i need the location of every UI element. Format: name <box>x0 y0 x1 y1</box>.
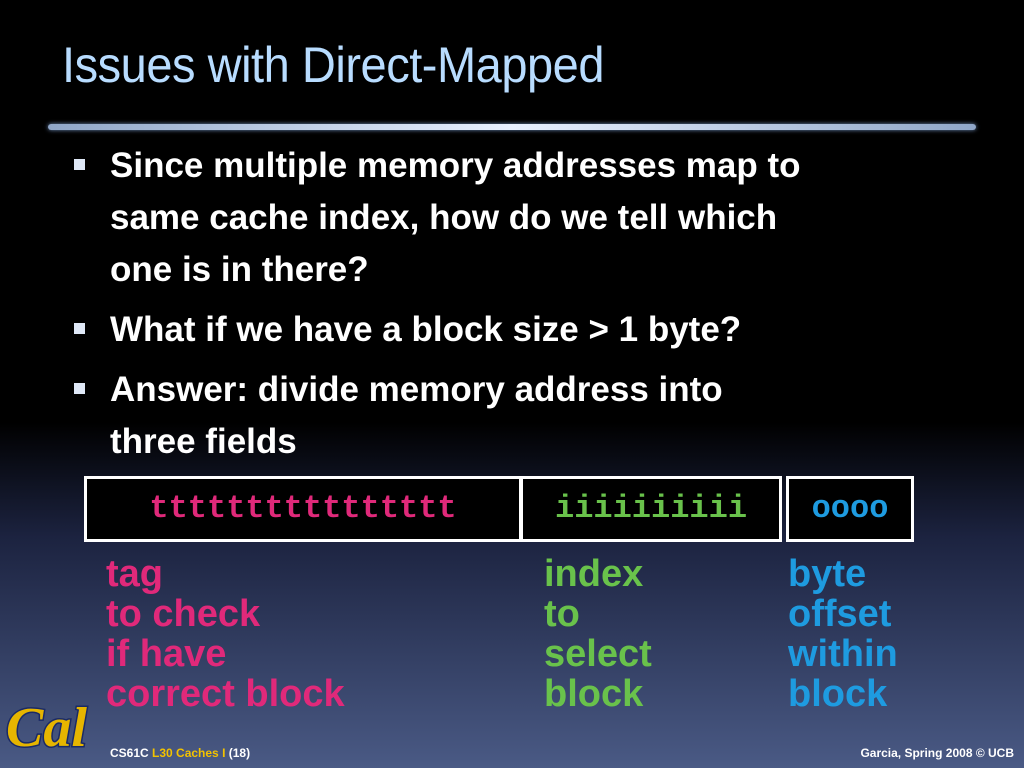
tag-label-line: to check <box>106 593 261 635</box>
bullet-line: three fields <box>110 422 297 461</box>
footer-page: (18) <box>228 746 251 760</box>
bullet-line: Since multiple memory addresses map to <box>110 146 801 185</box>
bullet-item: Answer: divide memory address into three… <box>72 364 992 468</box>
offset-label-line: within <box>788 633 898 675</box>
square-bullet-icon <box>74 383 85 394</box>
index-label-line: index <box>544 553 644 595</box>
cal-logo-text: Cal <box>6 697 87 759</box>
title-divider <box>48 124 976 130</box>
bullet-line: one is in there? <box>110 250 369 289</box>
tag-label-line: tag <box>106 553 163 595</box>
square-bullet-icon <box>74 323 85 334</box>
square-bullet-icon <box>74 159 85 170</box>
bullet-line: same cache index, how do we tell which <box>110 198 778 237</box>
offset-field: oooo <box>786 476 914 542</box>
index-label-line: to <box>544 593 580 635</box>
cal-logo-icon: Cal <box>5 696 89 761</box>
address-fields: tttttttttttttttt iiiiiiiiii oooo <box>84 476 916 548</box>
offset-label-line: block <box>788 673 888 715</box>
offset-label-line: byte <box>788 553 867 595</box>
index-label-line: block <box>544 673 644 715</box>
footer-lecture: L30 Caches I <box>152 746 226 760</box>
index-label-line: select <box>544 633 652 675</box>
bullet-item: Since multiple memory addresses map to s… <box>72 140 992 296</box>
bullet-list: Since multiple memory addresses map to s… <box>72 140 992 476</box>
footer-course: CS61C <box>110 746 149 760</box>
index-label: index to select block <box>544 554 652 714</box>
index-field: iiiiiiiiii <box>520 476 782 542</box>
tag-field: tttttttttttttttt <box>84 476 522 542</box>
bullet-item: What if we have a block size > 1 byte? <box>72 304 992 356</box>
footer-left: CS61C L30 Caches I (18) <box>110 746 250 760</box>
tag-label: tag to check if have correct block <box>106 554 345 714</box>
bullet-line: What if we have a block size > 1 byte? <box>110 310 742 349</box>
footer-credit: Garcia, Spring 2008 © UCB <box>860 746 1014 760</box>
slide-title: Issues with Direct-Mapped <box>62 37 605 93</box>
offset-label: byte offset within block <box>788 554 898 714</box>
tag-label-line: if have <box>106 633 227 675</box>
bullet-line: Answer: divide memory address into <box>110 370 723 409</box>
tag-label-line: correct block <box>106 673 345 715</box>
offset-label-line: offset <box>788 593 892 635</box>
